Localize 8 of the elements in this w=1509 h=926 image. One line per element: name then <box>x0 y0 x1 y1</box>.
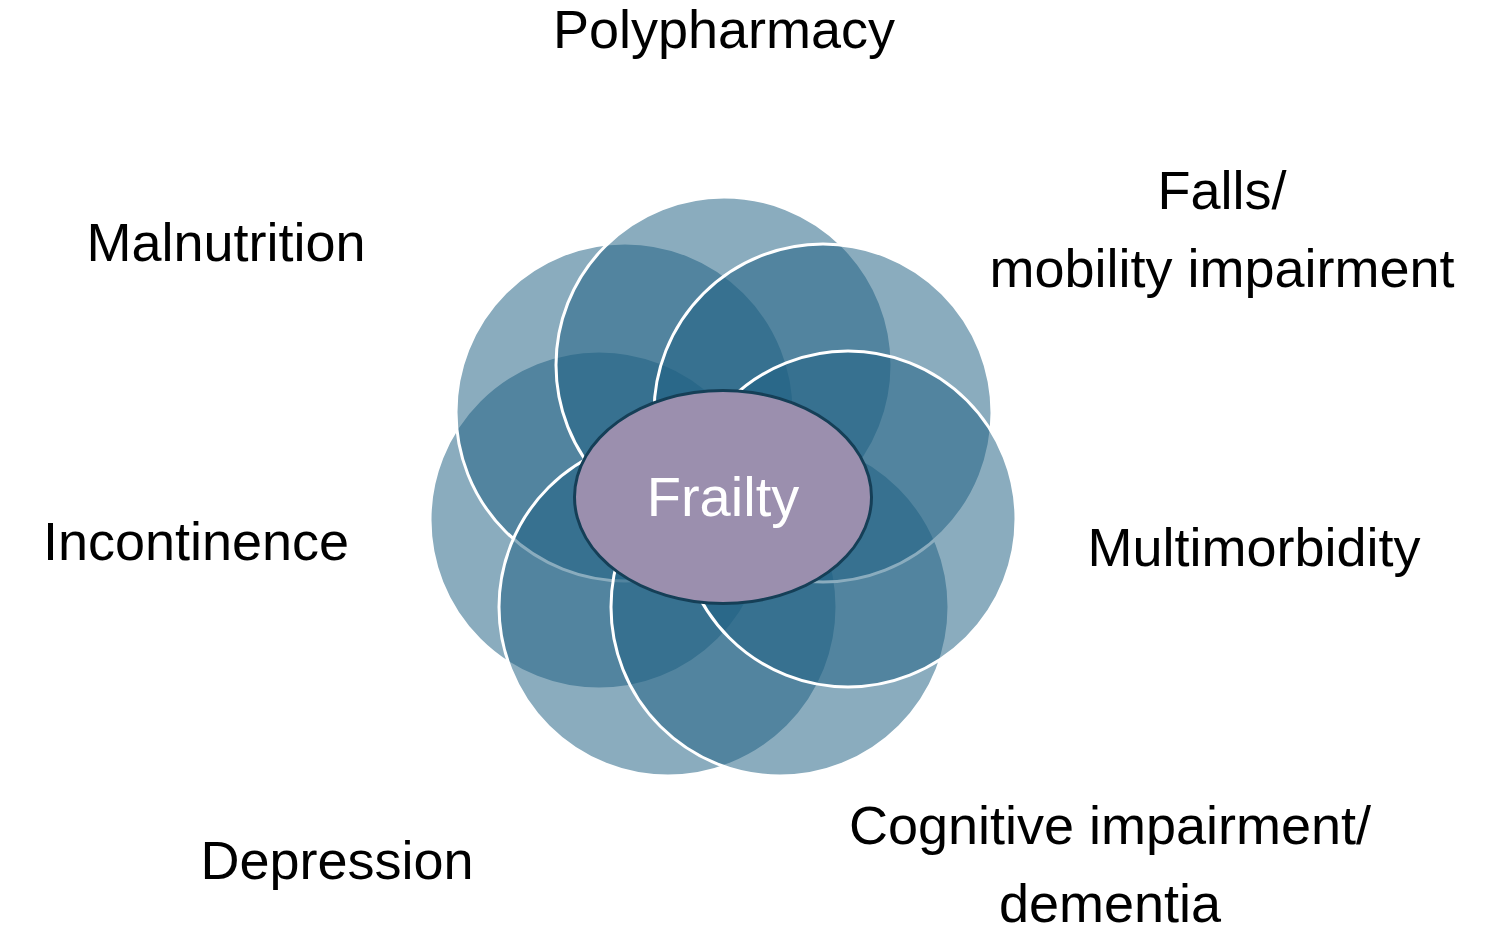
label-text: Falls/ mobility impairment <box>989 159 1455 300</box>
label-text: Depression <box>200 829 474 892</box>
label-text: Malnutrition <box>86 211 366 274</box>
label-text: Multimorbidity <box>1087 516 1421 579</box>
label-text: Cognitive impairment/ dementia <box>848 794 1372 926</box>
label-text: Incontinence <box>42 510 350 573</box>
node-label: Frailty <box>646 465 800 529</box>
label-text: Polypharmacy <box>552 0 896 61</box>
